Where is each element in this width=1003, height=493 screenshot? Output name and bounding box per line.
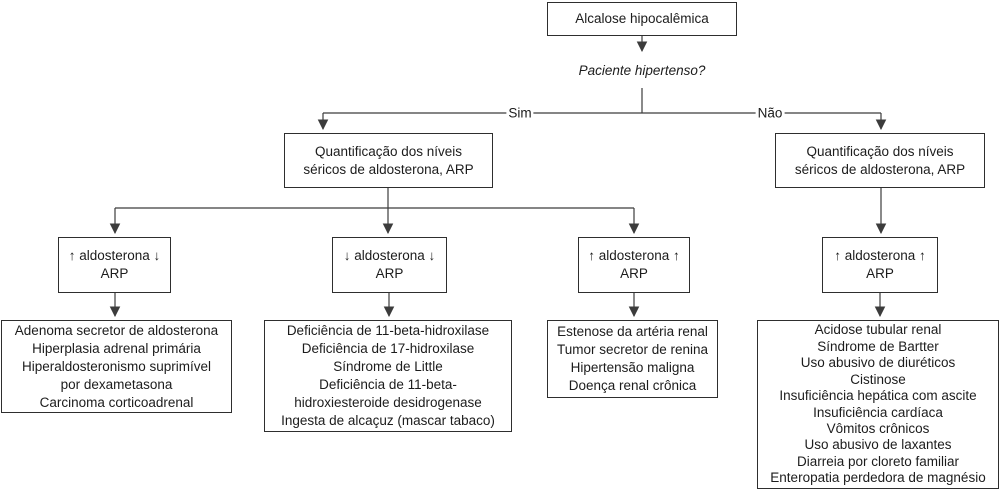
node-result-high-aldosterona-high-arp-sim: ↑ aldosterona ↑ ARP — [578, 237, 690, 293]
cause-item: Deficiência de 11-beta-hidroxilase — [286, 323, 490, 338]
cause-item: Síndrome de Little — [333, 359, 443, 374]
cause-item: Hiperplasia adrenal primária — [32, 340, 201, 356]
branch-label-nao: Não — [755, 105, 785, 121]
node-causes-high-aldosterona-high-arp-nao: Acidose tubular renal Síndrome de Bartte… — [757, 320, 999, 489]
node-line: ↓ aldosterona ↓ — [343, 248, 436, 263]
node-line: ARP — [375, 266, 404, 281]
decision-paciente-hipertenso: Paciente hipertenso? — [578, 63, 706, 78]
cause-item: Acidose tubular renal — [814, 322, 942, 338]
node-line: ↑ aldosterona ↑ — [834, 248, 926, 263]
branch-label-sim: Sim — [506, 105, 534, 121]
node-result-low-aldosterona-low-arp: ↓ aldosterona ↓ ARP — [332, 237, 447, 293]
node-line: ARP — [866, 266, 894, 281]
cause-item: Adenoma secretor de aldosterona — [14, 322, 219, 338]
node-result-high-aldosterona-low-arp: ↑ aldosterona ↓ ARP — [58, 237, 171, 293]
cause-item: Deficiência de 11-beta- — [319, 377, 457, 392]
cause-item: Hipertensão maligna — [570, 360, 695, 375]
node-line: séricos de aldosterona, ARP — [303, 161, 474, 177]
cause-item: Insuficiência hepática com ascite — [779, 388, 977, 404]
node-line: ↑ aldosterona ↓ — [68, 248, 161, 263]
node-line: Quantificação dos níveis — [314, 143, 463, 159]
cause-item: Uso abusivo de laxantes — [804, 437, 952, 453]
cause-item: Deficiência de 17-hidroxilase — [301, 341, 475, 356]
node-causes-high-aldosterona-low-arp: Adenoma secretor de aldosterona Hiperpla… — [1, 320, 232, 413]
cause-item: Cistinose — [850, 371, 906, 387]
node-line: ↑ aldosterona ↑ — [588, 248, 680, 263]
node-causes-low-aldosterona-low-arp: Deficiência de 11-beta-hidroxilase Defic… — [264, 320, 512, 432]
node-quantificacao-aldosterona-sim: Quantificação dos níveis séricos de aldo… — [284, 133, 493, 188]
cause-item: Ingesta de alcaçuz (mascar tabaco) — [281, 413, 495, 428]
cause-item: Tumor secretor de renina — [556, 342, 709, 357]
node-line: Quantificação dos níveis — [806, 143, 954, 159]
cause-item: hidroxiesteroide desidrogenase — [294, 395, 482, 410]
node-causes-high-aldosterona-high-arp-sim: Estenose da artéria renal Tumor secretor… — [547, 320, 718, 398]
cause-item: Diarreia por cloreto familiar — [796, 453, 960, 469]
cause-item: Enteropatia perdedora de magnésio — [770, 470, 986, 486]
node-line: ARP — [620, 266, 648, 281]
cause-item: Estenose da artéria renal — [557, 324, 708, 339]
cause-item: Insuficiência cardíaca — [813, 404, 943, 420]
node-line: séricos de aldosterona, ARP — [794, 161, 966, 177]
cause-item: Vômitos crônicos — [826, 420, 930, 436]
cause-item: Doença renal crônica — [568, 378, 697, 393]
cause-item: Uso abusivo de diuréticos — [800, 355, 956, 371]
cause-item: Hiperaldosteronismo suprimível — [21, 358, 212, 374]
cause-item: Síndrome de Bartter — [817, 338, 939, 354]
node-alcalose-hipocalemica: Alcalose hipocalêmica — [547, 2, 737, 36]
cause-item: Carcinoma corticoadrenal — [39, 394, 194, 410]
cause-item: por dexametasona — [60, 376, 173, 392]
node-quantificacao-aldosterona-nao: Quantificação dos níveis séricos de aldo… — [775, 133, 985, 188]
node-result-high-aldosterona-high-arp-nao: ↑ aldosterona ↑ ARP — [822, 237, 938, 293]
node-line: ARP — [100, 266, 129, 281]
node-label: Alcalose hipocalêmica — [575, 11, 709, 26]
